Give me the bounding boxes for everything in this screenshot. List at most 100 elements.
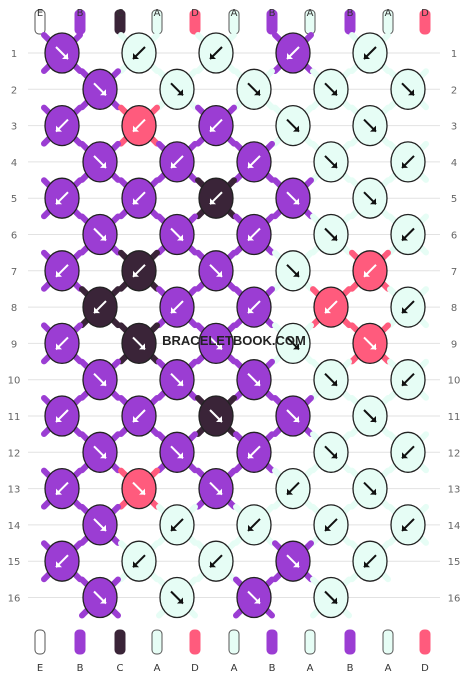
knot[interactable] — [44, 104, 80, 147]
knot-arrowhead-icon — [133, 198, 139, 205]
knot-arrowhead-icon — [293, 416, 299, 422]
knot[interactable] — [121, 395, 157, 437]
knot[interactable] — [198, 467, 234, 510]
knot[interactable] — [82, 431, 118, 473]
knot[interactable] — [390, 68, 426, 110]
knot[interactable] — [121, 540, 157, 582]
string-label-top: B — [77, 8, 84, 19]
knot[interactable] — [198, 322, 234, 365]
knot[interactable] — [236, 576, 272, 619]
knot[interactable] — [82, 141, 118, 183]
knot[interactable] — [159, 68, 195, 110]
row-number-right: 9 — [451, 339, 457, 350]
knot[interactable] — [44, 395, 80, 437]
knot[interactable] — [390, 141, 426, 183]
knot[interactable] — [44, 322, 80, 365]
knot[interactable] — [352, 395, 388, 437]
knot[interactable] — [275, 177, 311, 219]
knot[interactable] — [159, 141, 195, 183]
knot[interactable] — [275, 395, 311, 437]
knot[interactable] — [275, 32, 311, 74]
knot-arrowhead-icon — [293, 561, 299, 568]
string-label-bottom: C — [117, 663, 124, 674]
knot[interactable] — [313, 576, 349, 619]
knot[interactable] — [159, 213, 195, 256]
knot[interactable] — [121, 322, 157, 365]
knot[interactable] — [236, 431, 272, 473]
knot[interactable] — [44, 177, 80, 219]
knot[interactable] — [236, 359, 272, 401]
knot[interactable] — [44, 250, 80, 292]
knot[interactable] — [121, 467, 157, 510]
knot[interactable] — [82, 68, 118, 110]
knot[interactable] — [159, 431, 195, 473]
knot[interactable] — [313, 359, 349, 401]
knot[interactable] — [159, 504, 195, 546]
knot[interactable] — [275, 467, 311, 510]
knot[interactable] — [390, 359, 426, 401]
knot[interactable] — [198, 250, 234, 292]
knot[interactable] — [275, 250, 311, 292]
knot[interactable] — [121, 104, 157, 147]
row-number-right: 11 — [448, 412, 461, 423]
knot[interactable] — [352, 250, 388, 292]
knot[interactable] — [313, 431, 349, 473]
knot[interactable] — [236, 68, 272, 110]
knot[interactable] — [313, 68, 349, 110]
knot-arrowhead-icon — [171, 161, 177, 168]
row-number-right: 16 — [448, 594, 461, 605]
knot[interactable] — [198, 395, 234, 437]
knot[interactable] — [44, 467, 80, 510]
row-number-left: 9 — [11, 339, 17, 350]
knot[interactable] — [159, 359, 195, 401]
knot[interactable] — [275, 540, 311, 582]
knot[interactable] — [275, 104, 311, 147]
knot[interactable] — [313, 504, 349, 546]
knot[interactable] — [44, 540, 80, 582]
knot[interactable] — [236, 286, 272, 328]
knot[interactable] — [313, 141, 349, 183]
knot[interactable] — [121, 32, 157, 74]
knot[interactable] — [82, 286, 118, 328]
knot[interactable] — [236, 504, 272, 546]
knot[interactable] — [390, 286, 426, 328]
knot-arrowhead-icon — [56, 270, 62, 277]
knot-arrowhead-icon — [100, 379, 106, 386]
knot[interactable] — [390, 504, 426, 546]
knot[interactable] — [121, 250, 157, 292]
string-end-bottom — [74, 629, 86, 655]
knot[interactable] — [313, 213, 349, 256]
string-end-bottom — [304, 629, 316, 655]
knot[interactable] — [44, 32, 80, 74]
row-number-left: 3 — [11, 122, 17, 133]
knot[interactable] — [236, 141, 272, 183]
knot[interactable] — [82, 213, 118, 256]
knot[interactable] — [198, 540, 234, 582]
knot[interactable] — [159, 576, 195, 619]
knot[interactable] — [198, 177, 234, 219]
knot[interactable] — [352, 322, 388, 365]
knot[interactable] — [82, 504, 118, 546]
knot[interactable] — [236, 213, 272, 256]
knot[interactable] — [82, 576, 118, 619]
knot[interactable] — [352, 177, 388, 219]
knot[interactable] — [198, 104, 234, 147]
knot-arrowhead-icon — [370, 416, 376, 422]
string-label-top: A — [231, 8, 238, 19]
knot-arrowhead-icon — [216, 416, 222, 422]
knot-arrowhead-icon — [402, 307, 408, 314]
knot[interactable] — [313, 286, 349, 328]
knot[interactable] — [82, 359, 118, 401]
knot[interactable] — [352, 104, 388, 147]
knot[interactable] — [390, 431, 426, 473]
knot[interactable] — [198, 32, 234, 74]
row-number-left: 1 — [11, 49, 17, 60]
knot[interactable] — [121, 177, 157, 219]
knot[interactable] — [352, 540, 388, 582]
knot[interactable] — [275, 322, 311, 365]
knot[interactable] — [390, 213, 426, 256]
knot[interactable] — [159, 286, 195, 328]
knot[interactable] — [352, 32, 388, 74]
knot[interactable] — [352, 467, 388, 510]
